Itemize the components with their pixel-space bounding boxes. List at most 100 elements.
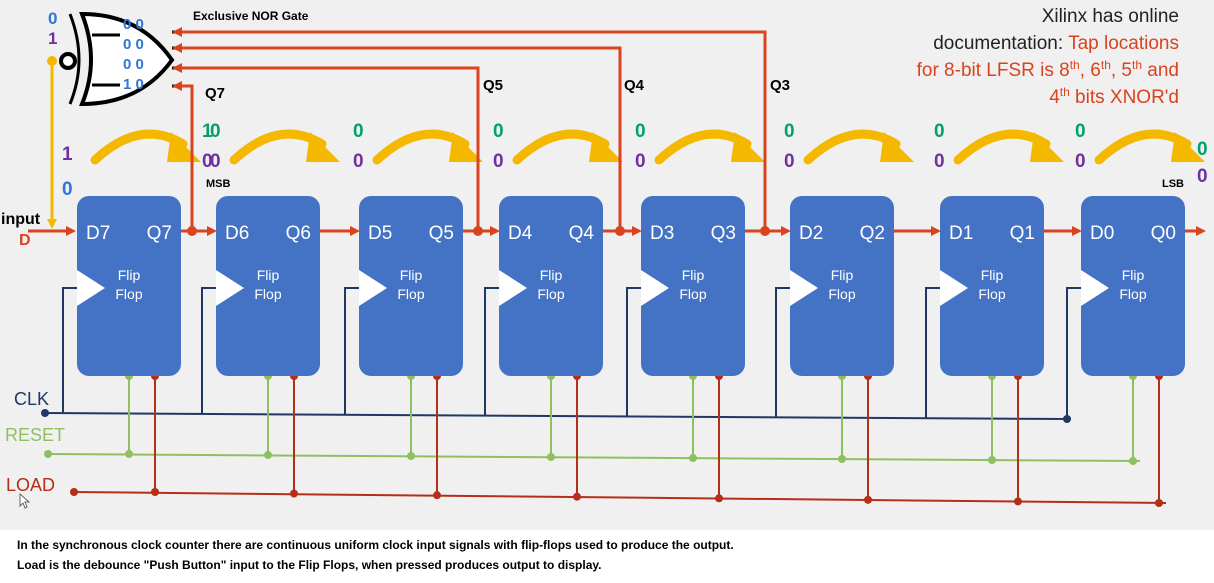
reset-bus — [47, 453, 1141, 462]
wire-arrow-icon — [172, 43, 182, 53]
flip-flop-d-label: D7 — [86, 223, 110, 244]
reset-node — [407, 452, 415, 460]
tap-wire — [178, 66, 480, 231]
wire-arrow-icon — [172, 27, 182, 37]
reset-node — [838, 455, 846, 463]
note-line-3: for 8-bit LFSR is 8th, 6th, 5th and — [917, 58, 1179, 81]
shift-arrow-head-icon — [306, 132, 340, 162]
state-value-top: 0 — [1075, 121, 1086, 142]
flip-flop-text: Flip — [257, 267, 280, 283]
output-value-2: 0 — [1197, 166, 1208, 187]
truth-row-4: 1 0 — [123, 76, 144, 93]
load-node — [1014, 497, 1022, 506]
reset-node — [988, 456, 996, 464]
input-label: input — [1, 211, 41, 228]
feedback-value-1: 1 — [62, 144, 73, 165]
wire-arrow-icon — [781, 226, 791, 236]
note-line-2: documentation: Tap locations — [933, 33, 1179, 54]
tap-node — [473, 226, 483, 236]
wire-arrow-icon — [931, 226, 941, 236]
load-bus — [73, 491, 1167, 504]
shift-arrow-head-icon — [589, 132, 623, 162]
clk-label: CLK — [14, 389, 49, 409]
load-node — [151, 488, 159, 496]
flip-flop-q-label: Q4 — [569, 223, 595, 244]
reset-node — [125, 450, 133, 458]
gate-input-a: 0 — [48, 9, 57, 28]
wire-arrow-icon — [632, 226, 642, 236]
flip-flop-text: Flop — [254, 286, 281, 302]
flip-flop-d-label: D6 — [225, 223, 249, 244]
state-value-bottom: 0 — [1075, 151, 1086, 172]
tap-node — [187, 226, 197, 236]
flip-flop-q-label: Q6 — [286, 223, 311, 244]
flip-flop-d3 — [641, 196, 745, 376]
wire-arrow-icon — [490, 226, 500, 236]
tap-label-q4: Q4 — [624, 77, 645, 94]
caption-2: Load is the debounce "Push Button" input… — [17, 558, 602, 572]
load-node — [864, 495, 872, 504]
flip-flop-d6 — [216, 196, 320, 376]
note-line-1: Xilinx has online — [1042, 6, 1179, 27]
msb-label: MSB — [206, 178, 231, 190]
load-node — [1155, 499, 1163, 507]
flip-flop-d1 — [940, 196, 1044, 376]
wire-arrow-icon — [1196, 226, 1206, 236]
state-value-top: 0 — [934, 121, 945, 142]
truth-row-3: 0 0 — [123, 56, 144, 73]
flip-flop-q-label: Q5 — [429, 223, 454, 244]
state-value-bottom: 0 — [934, 151, 945, 172]
clock-triangle-icon — [359, 270, 387, 306]
shift-arrow-head-icon — [449, 132, 483, 162]
wire-arrow-icon — [66, 226, 76, 236]
state-value-top: 0 — [210, 121, 221, 142]
shift-arrow-head-icon — [1171, 132, 1205, 162]
flip-flop-d-label: D0 — [1090, 223, 1114, 244]
state-value-top: 0 — [635, 121, 646, 142]
flip-flop-d-label: D2 — [799, 223, 823, 244]
state-value-top: 0 — [493, 121, 504, 142]
state-value-top: 0 — [784, 121, 795, 142]
tap-wire — [178, 30, 767, 231]
clock-triangle-icon — [216, 270, 244, 306]
load-node — [290, 489, 298, 498]
flip-flop-q-label: Q7 — [147, 223, 172, 244]
state-value-bottom: 0 — [493, 151, 504, 172]
shift-arrow-head-icon — [167, 132, 201, 162]
d-label: D — [19, 232, 31, 249]
clock-triangle-icon — [641, 270, 669, 306]
load-node — [433, 491, 441, 500]
flip-flop-q-label: Q2 — [860, 223, 885, 244]
wire-arrow-icon — [1072, 226, 1082, 236]
flip-flop-text: Flip — [831, 267, 854, 283]
flip-flop-text: Flip — [682, 267, 705, 283]
gate-output-node — [47, 56, 57, 66]
tap-wire-q7 — [178, 84, 194, 231]
flip-flop-d-label: D4 — [508, 223, 533, 244]
flip-flop-d0 — [1081, 196, 1185, 376]
wire-arrow-icon — [172, 63, 182, 73]
state-value-bottom: 0 — [784, 151, 795, 172]
cursor-icon — [19, 492, 31, 509]
flip-flop-text: Flop — [397, 286, 424, 302]
lsb-label: LSB — [1162, 178, 1184, 190]
flip-flop-q-label: Q1 — [1010, 223, 1035, 244]
feedback-value-2: 0 — [62, 179, 73, 200]
truth-row-1: 0 0 — [123, 16, 144, 33]
flip-flop-text: Flop — [537, 286, 564, 302]
output-value-1: 0 — [1197, 139, 1208, 160]
reset-terminal — [44, 450, 52, 458]
flip-flop-text: Flip — [118, 267, 141, 283]
clk-terminal — [41, 409, 49, 417]
tap-node — [615, 226, 625, 236]
flip-flop-text: Flop — [978, 286, 1005, 302]
tap-label-q3: Q3 — [770, 77, 790, 94]
caption-1: In the synchronous clock counter there a… — [17, 538, 734, 552]
truth-row-2: 0 0 — [123, 36, 144, 53]
reset-node — [547, 453, 555, 461]
clock-triangle-icon — [77, 270, 105, 306]
load-node — [715, 494, 723, 503]
wire-arrow-icon — [350, 226, 360, 236]
note-line-4: 4th bits XNOR'd — [1049, 85, 1179, 108]
wire-arrow-icon — [172, 81, 182, 91]
